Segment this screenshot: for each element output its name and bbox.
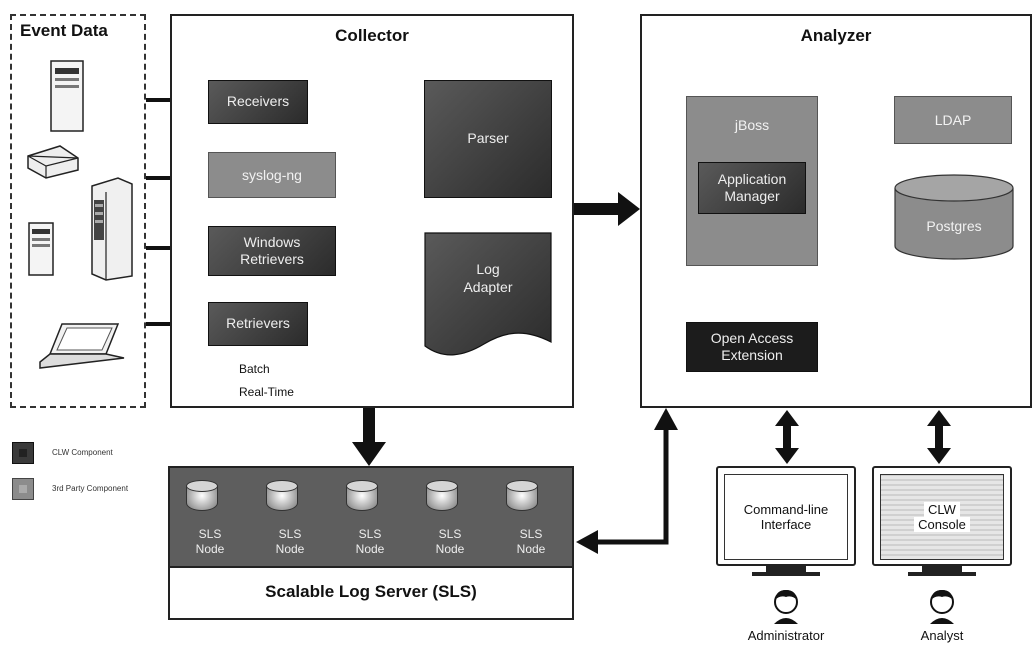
console-line1: CLW [924, 502, 960, 517]
realtime-legend-label: Real-Time [236, 385, 297, 399]
sls-node-line1: SLS [438, 527, 462, 542]
sls-node-line2: Node [355, 541, 385, 556]
app-manager-line2: Manager [724, 188, 780, 204]
receivers-label: Receivers [226, 93, 290, 110]
event-data-panel: Event Data [10, 14, 146, 408]
app-manager-line1: Application [717, 170, 787, 187]
legend-third-party-swatch [12, 478, 34, 500]
administrator-label: Administrator [747, 628, 825, 643]
legend-clw-swatch [12, 442, 34, 464]
postgres-cylinder-icon [894, 174, 1014, 260]
tower-pc-icon [91, 177, 133, 281]
parser-label: Parser [467, 130, 509, 147]
sls-node-line1: SLS [519, 527, 543, 542]
server-icon [50, 60, 84, 132]
log-adapter-line2: Adapter [463, 279, 513, 296]
open-access-extension-box: Open Access Extension [686, 322, 818, 372]
windows-retrievers-line1: Windows [243, 233, 301, 250]
syslog-ng-label: syslog-ng [242, 167, 302, 183]
legend-clw-label: CLW Component [52, 448, 113, 457]
log-adapter-line1: Log [476, 261, 500, 277]
cli-line1: Command-line [743, 502, 829, 517]
sls-node-line1: SLS [198, 527, 222, 542]
log-adapter-text: Log Adapter [424, 260, 552, 296]
console-line2: Console [914, 517, 970, 532]
router-icon [27, 145, 79, 179]
collector-to-analyzer-arrow [574, 192, 640, 226]
retrievers-box: Retrievers [208, 302, 308, 346]
cli-screen: Command-line Interface [724, 474, 848, 560]
cli-monitor: Command-line Interface [716, 466, 856, 576]
sls-node-line2: Node [435, 541, 465, 556]
analyzer-console-arrow [927, 410, 951, 464]
ldap-box: LDAP [894, 96, 1012, 144]
batch-legend-label: Batch [236, 362, 273, 376]
monitor-icon: CLW Console [872, 466, 1012, 566]
monitor-icon: Command-line Interface [716, 466, 856, 566]
legend-third-party-label: 3rd Party Component [52, 484, 129, 493]
sls-title: Scalable Log Server (SLS) [265, 582, 477, 601]
syslog-ng-box: syslog-ng [208, 152, 336, 198]
user-icon [774, 590, 798, 624]
windows-retrievers-line2: Retrievers [240, 251, 304, 267]
windows-retrievers-box: Windows Retrievers [208, 226, 336, 276]
receivers-box: Receivers [208, 80, 308, 124]
ldap-label: LDAP [934, 112, 972, 128]
cli-line2: Interface [760, 517, 812, 532]
open-access-line2: Extension [721, 347, 783, 363]
analyzer-title: Analyzer [800, 26, 872, 45]
sls-node-line2: Node [275, 541, 305, 556]
application-manager-box: Application Manager [698, 162, 806, 214]
analyzer-cli-arrow [775, 410, 799, 464]
collector-title: Collector [335, 26, 409, 45]
sls-node-line1: SLS [358, 527, 382, 542]
event-data-title: Event Data [20, 21, 108, 40]
sls-node-line2: Node [516, 541, 546, 556]
sls-node-line2: Node [195, 541, 225, 556]
log-adapter-box [424, 232, 552, 356]
parser-box: Parser [424, 80, 552, 198]
console-monitor: CLW Console [872, 466, 1012, 576]
laptop-icon [39, 323, 125, 369]
user-icon [930, 590, 954, 624]
retrievers-label: Retrievers [226, 315, 290, 332]
sls-node-line1: SLS [278, 527, 302, 542]
console-screen: CLW Console [880, 474, 1004, 560]
sls-to-analyzer-arrow [596, 428, 669, 545]
jboss-label: jBoss [734, 117, 770, 133]
server-icon [28, 222, 54, 276]
open-access-line1: Open Access [710, 329, 794, 346]
postgres-label: Postgres [926, 218, 982, 234]
collector-to-sls-arrow [352, 408, 386, 466]
analyst-label: Analyst [920, 628, 964, 643]
